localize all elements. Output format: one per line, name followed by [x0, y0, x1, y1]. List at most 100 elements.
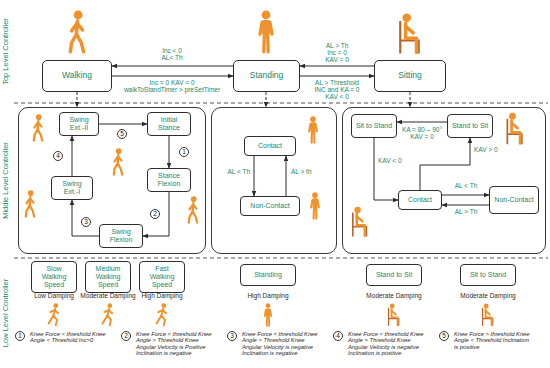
- state-box: Non-Contact: [240, 196, 300, 216]
- state-label: Standing: [250, 71, 284, 81]
- transition-arrow: [254, 156, 255, 196]
- state-panel: ContactNon-Contact: [211, 107, 337, 254]
- state-label: Swing Ext.-II: [63, 116, 95, 132]
- callout-number: 4: [53, 151, 63, 161]
- gait-figure: [189, 196, 197, 222]
- damping-label: High Damping: [127, 292, 197, 299]
- state-box: Medium Walking Speed: [85, 261, 131, 293]
- transition-condition: AL > Th Inc = 0 KAV = 0: [321, 42, 353, 63]
- transition-condition: KA = 80 – 90° KAV = 0: [397, 126, 447, 140]
- state-box: Standing: [233, 60, 300, 92]
- damping-label: High Damping: [233, 292, 303, 299]
- transition-condition: AL < Th: [216, 168, 250, 175]
- state-panel: Sit to StandStand to SitContactNon-Conta…: [342, 107, 546, 254]
- state-label: Fast Walking Speed: [143, 265, 181, 289]
- state-label: Medium Walking Speed: [89, 265, 127, 289]
- transition-arrow: [72, 200, 99, 236]
- callout-number: 3: [81, 217, 91, 227]
- damping-label: Moderate Damping: [73, 292, 143, 299]
- transition-condition: KAV > 0: [474, 146, 504, 153]
- walking-figure: [70, 11, 83, 52]
- condition-note: Knee Force < threshold Knee Angle > Thre…: [242, 331, 318, 357]
- state-box: Standing: [240, 264, 296, 286]
- standing-figure: [311, 192, 319, 218]
- state-label: Stand to Sit: [376, 271, 412, 279]
- transition-condition: Inc = 0 KAV = 0 walkToStandTimer > preSe…: [123, 79, 222, 93]
- running-figure: [157, 303, 167, 325]
- state-box: Walking: [42, 60, 112, 92]
- standing-figure: [260, 11, 272, 52]
- transition-arrow: [286, 156, 287, 196]
- state-label: Walking: [62, 71, 92, 81]
- state-box: Contact: [398, 190, 442, 210]
- callout-number: 5: [439, 331, 449, 341]
- transition-arrow: [442, 195, 489, 196]
- level-label: Top Level Controller: [0, 0, 12, 103]
- state-label: Contact: [258, 142, 282, 150]
- level-link: [77, 92, 78, 107]
- level-link: [410, 92, 411, 107]
- transition-arrow: [112, 76, 233, 77]
- transition-arrow: [300, 66, 374, 67]
- callout-number: 2: [150, 209, 160, 219]
- state-box: Non-Contact: [489, 186, 539, 214]
- sitting-figure: [389, 304, 399, 326]
- state-label: Sit to Stand: [470, 271, 506, 279]
- callout-number: 1: [179, 147, 189, 157]
- state-box: Stand to Sit: [366, 264, 422, 286]
- level-label: Middle Level Controller: [0, 103, 12, 258]
- state-box: Swing Flexion: [99, 224, 143, 248]
- damping-label: Low Damping: [19, 292, 89, 299]
- gait-figure: [114, 148, 122, 174]
- standing-figure: [265, 303, 272, 326]
- state-label: Stance Flexion: [151, 172, 187, 188]
- damping-label: Moderate Damping: [359, 292, 429, 299]
- callout-number: 1: [15, 331, 25, 341]
- transition-condition: AL > Th: [446, 208, 486, 215]
- standing-figure: [309, 116, 317, 142]
- state-label: Swing Ext.-I: [55, 180, 89, 196]
- transition-arrow: [72, 136, 73, 176]
- state-panel: Swing Ext.-II Initial StanceStance Flexio…: [18, 107, 206, 254]
- callout-number: 4: [333, 331, 343, 341]
- state-label: Slow Walking Speed: [35, 265, 73, 289]
- state-box: Sitting: [374, 60, 446, 92]
- gait-figure: [34, 114, 42, 140]
- condition-note: Knee Force < threshold Knee Angle > Thre…: [348, 331, 424, 357]
- level-label: Low Level Controller: [0, 258, 12, 368]
- transition-arrow: [442, 205, 489, 206]
- sitting-figure: [353, 207, 367, 237]
- level-link: [266, 92, 267, 107]
- state-label: Standing: [254, 271, 282, 279]
- running-figure: [103, 303, 113, 325]
- controller-band: Top Level ControllerWalking Standing Sitti…: [0, 0, 550, 103]
- condition-note: Knee Force < threshold Knee Angle < Thre…: [30, 331, 106, 344]
- level-divider: [14, 103, 548, 104]
- state-box: Contact: [244, 136, 296, 156]
- state-box: Sit to Stand: [460, 264, 516, 286]
- transition-arrow: [112, 66, 233, 67]
- transition-condition: KAV < 0: [378, 157, 408, 164]
- transition-arrow: [169, 136, 170, 168]
- transition-arrow: [300, 76, 374, 77]
- state-label: Non-Contact: [250, 202, 289, 210]
- state-label: Swing Flexion: [103, 228, 139, 244]
- callout-number: 3: [227, 331, 237, 341]
- controller-band: Middle Level Controller Swing Ext.-II Init…: [0, 103, 550, 258]
- sitting-figure: [483, 304, 493, 326]
- gait-figure: [26, 190, 34, 216]
- callout-number: 5: [117, 129, 127, 139]
- level-divider: [14, 258, 548, 259]
- state-label: Initial Stance: [151, 116, 187, 132]
- transition-arrow: [143, 192, 169, 236]
- running-figure: [49, 303, 59, 325]
- transition-arrow: [397, 122, 447, 123]
- state-label: Non-Contact: [494, 196, 533, 204]
- state-label: Contact: [408, 196, 432, 204]
- state-box: Fast Walking Speed: [139, 261, 185, 293]
- transition-condition: AL > th: [291, 168, 325, 175]
- state-box: Slow Walking Speed: [31, 261, 77, 293]
- condition-note: Knee Force > threshold Knee Angle < Thre…: [454, 331, 534, 350]
- transition-condition: Inc < 0 AL< Th: [157, 47, 187, 61]
